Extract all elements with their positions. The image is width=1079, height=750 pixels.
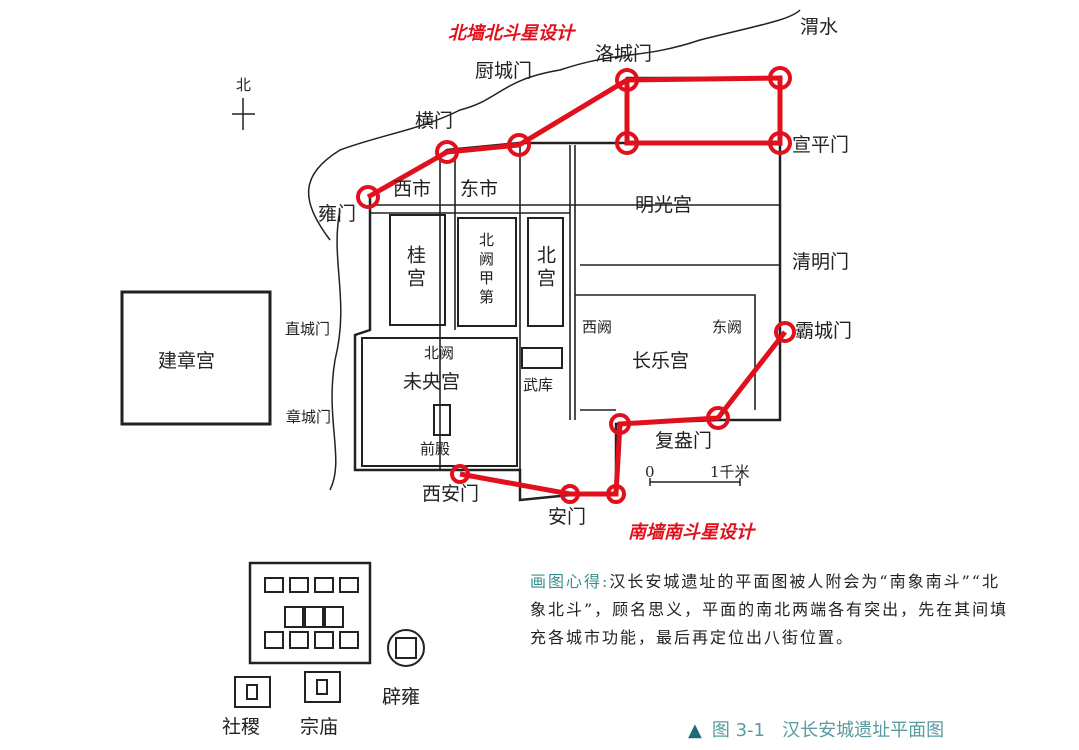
label-jianzhang: 建章宫 [158,350,216,372]
label-xishi: 西市 [393,178,432,200]
river-line [308,9,801,241]
label-zhangcheng: 章城门 [286,408,332,426]
biyong-icon [387,629,425,667]
label-guigong: 桂宫 [404,245,426,291]
label-zhicheng: 直城门 [285,320,331,338]
scale-1km: 1千米 [710,463,750,481]
label-dongque: 东阙 [712,318,743,336]
label-qiandian: 前殿 [420,440,451,458]
beique-jiadi [457,217,517,327]
north-arrow-icon [232,98,255,130]
wuku [521,347,563,369]
label-fuang: 复盎门 [655,430,713,452]
label-sheji: 社稷 [222,716,261,738]
label-biyong: 辟雍 [382,686,421,708]
scale-bar [649,478,741,486]
label-weishui: 渭水 [800,16,839,38]
label-weiyang: 未央宫 [403,371,461,393]
scale-zero: 0 [645,463,655,481]
figure-number: 图 3-1 [711,720,765,741]
label-dongshi: 东市 [460,178,499,200]
label-xian: 西安门 [422,483,480,505]
gui-palace [389,214,446,326]
sheji-icon [234,676,271,708]
note-heading: 画图心得: [530,572,610,591]
label-beique: 北阙 [424,344,455,362]
label-bacheng: 霸城门 [795,320,853,342]
label-yongmen: 雍门 [318,203,357,225]
label-wuku: 武库 [523,376,554,394]
label-hengmen: 横门 [415,110,454,132]
label-luocheng: 洛城门 [595,43,653,65]
south-annotation: 南墙南斗星设计 [628,522,754,543]
label-qingming: 清明门 [792,251,850,273]
label-anmen: 安门 [548,506,587,528]
label-xuanping: 宣平门 [792,134,850,156]
label-changle: 长乐宫 [632,350,690,372]
sheji-zongmiao-block [248,561,372,665]
label-chucheng: 厨城门 [475,60,533,82]
figure-title: 汉长安城遗址平面图 [782,720,945,741]
figure-caption: ▲ 图 3-1 汉长安城遗址平面图 [688,716,944,742]
label-beigong: 北宫 [534,245,556,291]
weiyang-palace [361,337,518,467]
south-dipper-line [459,330,787,497]
label-mingguang: 明光宫 [635,194,693,216]
triangle-icon: ▲ [688,720,702,741]
zongmiao-icon [304,671,341,703]
label-xique: 西阙 [582,318,613,336]
label-zongmiao: 宗庙 [300,716,339,738]
north-dipper-line [366,75,783,200]
drawing-note: 画图心得:汉长安城遗址的平面图被人附会为“南象南斗”“北象北斗”，顾名思义，平面… [530,568,1010,652]
label-beique-jiadi: 北阙甲第 [477,232,495,308]
north-palace [527,217,564,327]
note-body: 汉长安城遗址的平面图被人附会为“南象南斗”“北象北斗”，顾名思义，平面的南北两端… [530,572,1009,647]
jianzhang-palace [120,290,272,426]
north-label: 北 [236,76,252,94]
river-west [329,209,342,491]
front-hall [433,404,451,436]
north-annotation: 北墙北斗星设计 [448,23,574,44]
